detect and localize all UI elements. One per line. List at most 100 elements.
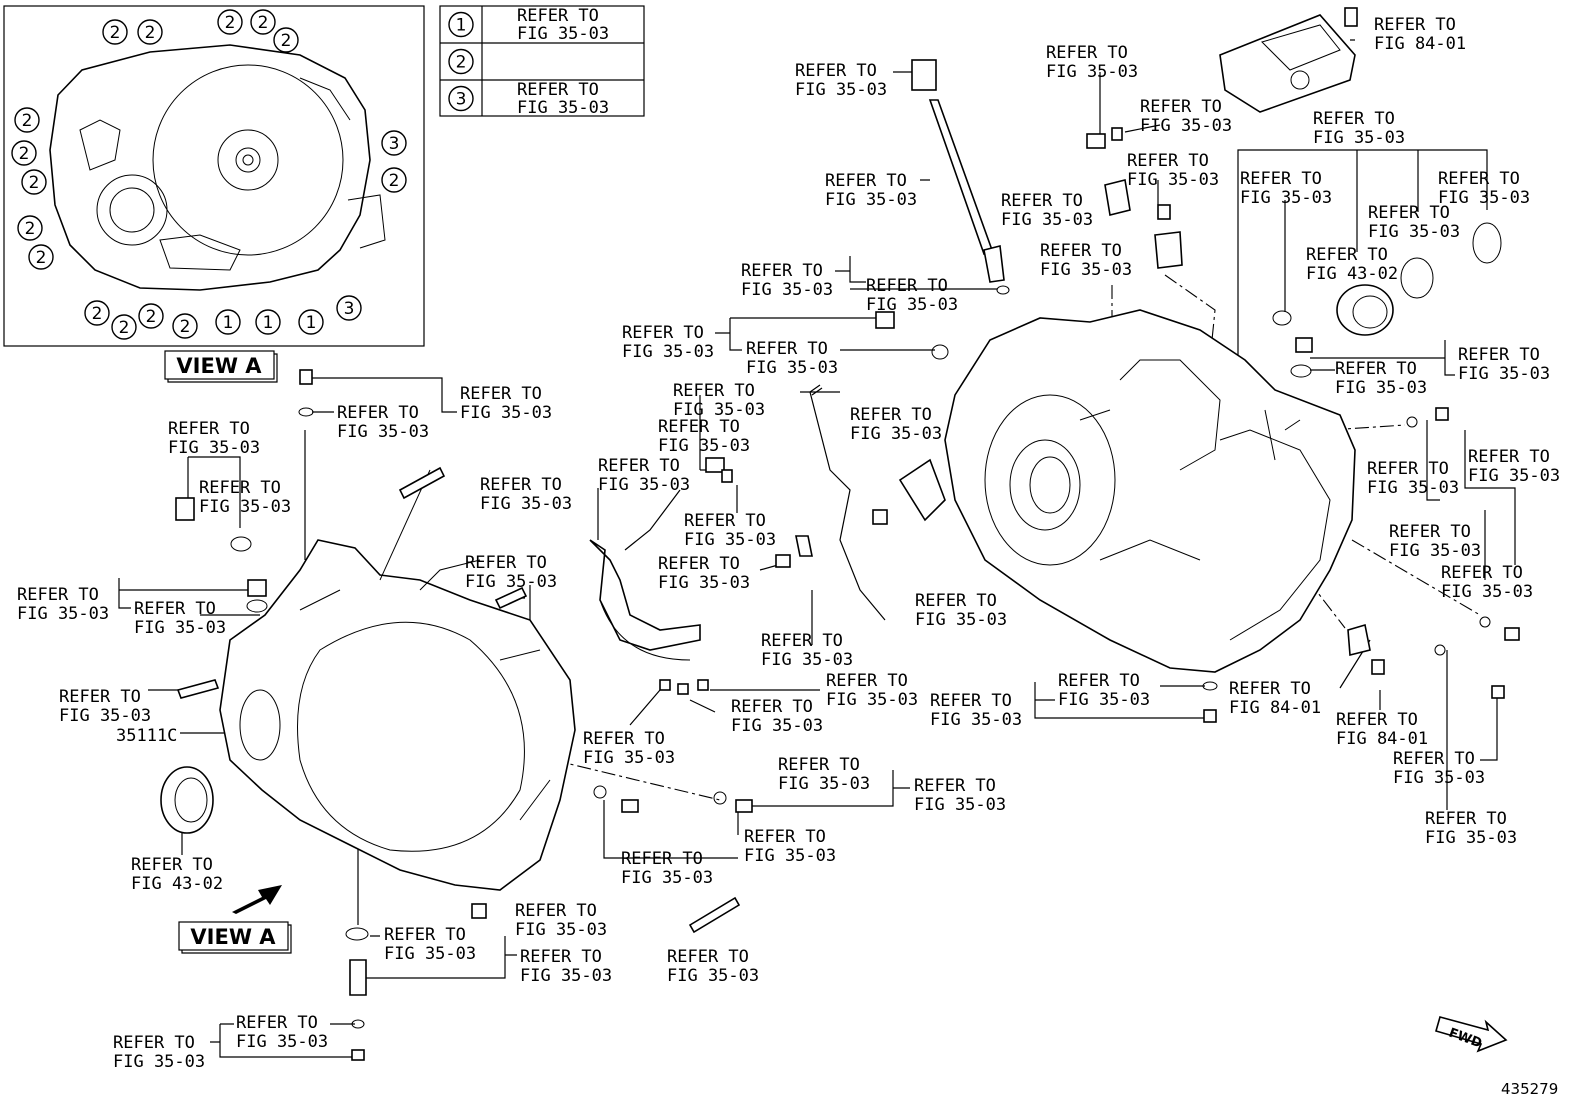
view-a-callout: 2	[84, 300, 110, 326]
view-a-callout-number: 2	[92, 304, 103, 324]
view-a-callout-number: 3	[344, 299, 355, 319]
view-a-callout: 3	[336, 295, 362, 321]
view-a-callout: 2	[172, 313, 198, 339]
leader-lines	[118, 39, 1516, 1058]
fwd-arrow: FWD	[1435, 1016, 1508, 1053]
view-a-callout-number: 1	[223, 313, 234, 333]
view-a-callout-number: 2	[25, 219, 36, 239]
part-number-label: 35111C	[116, 726, 177, 746]
view-a-caption-bottom-text: VIEW A	[190, 925, 276, 949]
view-a-callout: 2	[111, 314, 137, 340]
legend-callout-circle	[448, 11, 474, 38]
view-a-callout-number: 2	[36, 248, 47, 268]
diagram-id: 435279	[1501, 1080, 1558, 1098]
view-a-callout: 2	[11, 140, 37, 166]
view-a-callout-number: 2	[119, 318, 130, 338]
view-a-callout: 1	[298, 309, 324, 335]
transaxle-case	[944, 7, 1520, 723]
view-a-callout: 2	[138, 303, 164, 329]
view-a-callout: 1	[255, 309, 281, 335]
view-a-callout: 1	[215, 309, 241, 335]
view-a-callout: 2	[250, 9, 276, 35]
legend-callout-circle	[448, 48, 474, 75]
view-a-caption-text: VIEW A	[176, 354, 262, 378]
view-a-callout-number: 1	[306, 313, 317, 333]
view-a-callout: 2	[137, 19, 163, 45]
view-a-callout: 2	[14, 107, 40, 133]
view-a-arrow	[232, 885, 282, 914]
view-a-caption: VIEW A	[164, 350, 278, 383]
view-a-callout-number: 2	[281, 31, 292, 51]
view-a-callout-number: 2	[146, 307, 157, 327]
view-a-callout: 2	[17, 215, 43, 241]
view-a-caption-bottom: VIEW A	[178, 921, 292, 954]
view-a-callout-number: 1	[263, 313, 274, 333]
view-a-callout-number: 2	[29, 173, 40, 193]
view-a-callout: 2	[21, 169, 47, 195]
view-a-callout-number: 2	[22, 111, 33, 131]
view-a-callout-number: 2	[225, 13, 236, 33]
view-a-callout: 3	[381, 130, 407, 156]
view-a-callout-number: 2	[180, 317, 191, 337]
legend-callout-circle	[448, 85, 474, 112]
view-a-callout-number: 3	[389, 134, 400, 154]
middle-parts	[589, 59, 1010, 695]
legend-callout-number: 2	[456, 53, 467, 73]
view-a-callout-number: 2	[389, 171, 400, 191]
